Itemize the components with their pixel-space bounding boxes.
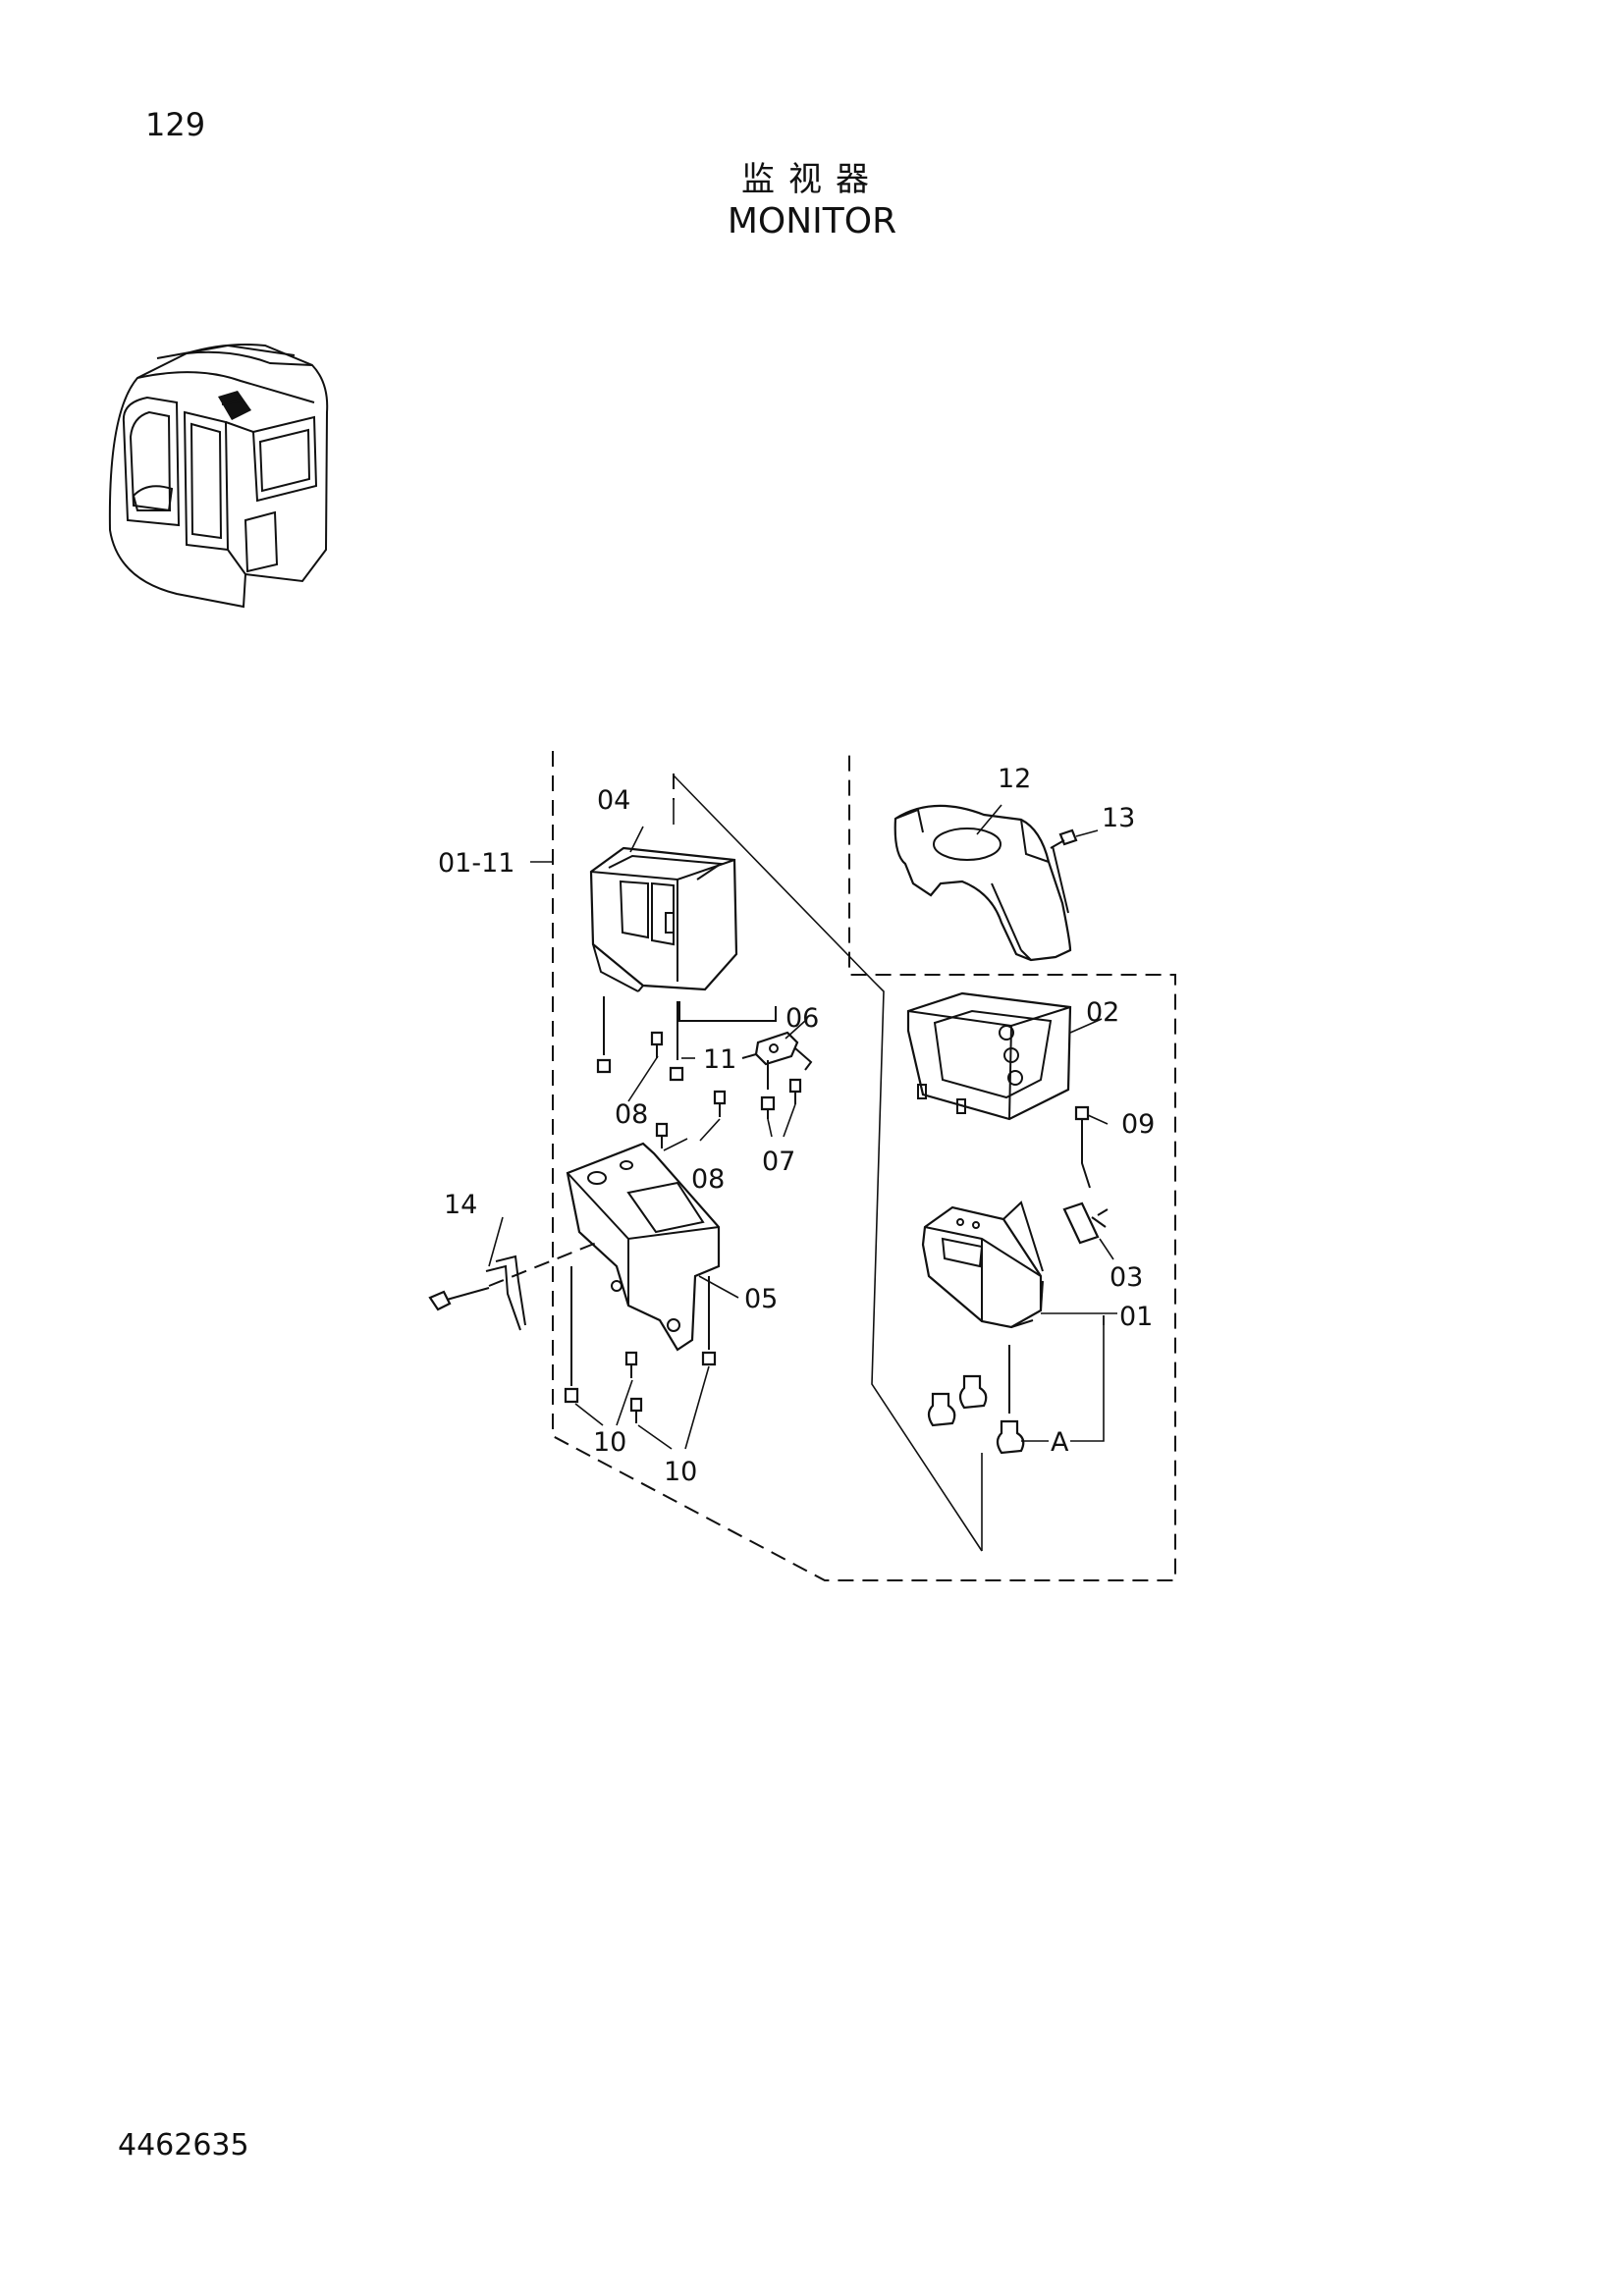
callout-03: 03 xyxy=(1110,1262,1143,1293)
callout-14: 14 xyxy=(444,1190,477,1220)
callout-02: 02 xyxy=(1086,997,1119,1028)
screw-10-d xyxy=(701,1276,717,1366)
title-english: MONITOR xyxy=(727,201,897,241)
callout-07: 07 xyxy=(762,1147,795,1177)
screw-08-b xyxy=(650,1031,664,1058)
callout-labels: 04 01-11 12 13 06 02 11 08 08 07 09 14 0… xyxy=(438,764,1155,1487)
title-chinese: 监视器 xyxy=(741,160,883,199)
screw-08-a xyxy=(596,996,612,1074)
screw-10-b xyxy=(624,1351,638,1378)
callout-08-a: 08 xyxy=(615,1099,648,1130)
callout-08-b: 08 xyxy=(691,1164,725,1195)
part-03-clip xyxy=(1062,1201,1109,1245)
part-02-bezel xyxy=(906,991,1072,1121)
screw-10-a xyxy=(564,1266,579,1404)
part-12-cover xyxy=(893,804,1072,962)
callout-10-b: 10 xyxy=(664,1457,697,1487)
page-number: 129 xyxy=(145,106,206,143)
part-04-case xyxy=(589,846,738,992)
part-06-relay xyxy=(678,1001,813,1071)
callout-06: 06 xyxy=(785,1003,819,1034)
part-01-monitor xyxy=(921,1201,1044,1329)
part-13-screw xyxy=(1050,828,1078,914)
callout-11: 11 xyxy=(703,1044,736,1075)
callout-13: 13 xyxy=(1102,803,1135,833)
screw-08-d xyxy=(655,1122,669,1148)
callout-09: 09 xyxy=(1121,1109,1155,1140)
screw-10-c xyxy=(629,1397,643,1423)
part-14-fastener xyxy=(428,1241,600,1331)
screws xyxy=(564,996,727,1423)
part-09-screw xyxy=(1074,1105,1091,1189)
callout-01-11: 01-11 xyxy=(438,848,514,879)
callout-A: A xyxy=(1051,1427,1069,1458)
screw-08-c xyxy=(713,1090,727,1117)
part-05-bracket xyxy=(566,1142,721,1352)
screw-11 xyxy=(669,1001,684,1082)
callout-04: 04 xyxy=(597,785,630,816)
callout-05: 05 xyxy=(744,1284,778,1314)
assembly-boundary xyxy=(530,751,1176,1581)
callout-01: 01 xyxy=(1119,1302,1153,1332)
callout-10-a: 10 xyxy=(593,1427,626,1458)
grommets-A xyxy=(927,1345,1025,1455)
callout-12: 12 xyxy=(998,764,1031,794)
part-07-screws xyxy=(760,1060,802,1119)
document-number: 4462635 xyxy=(118,2128,249,2163)
leader-lines xyxy=(488,804,1117,1450)
cab-location-thumbnail xyxy=(108,344,329,609)
